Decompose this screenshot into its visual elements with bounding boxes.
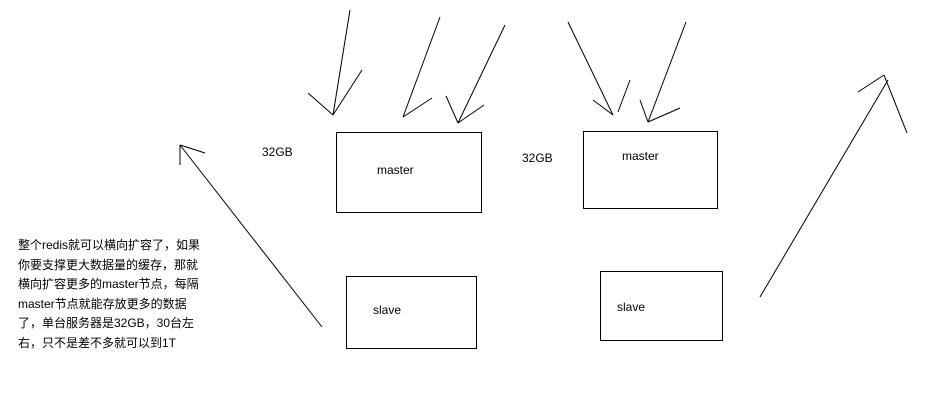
note-line: 右，只不是差不多就可以到1T bbox=[18, 335, 177, 350]
arrow-line bbox=[332, 9, 351, 116]
arrow-head bbox=[617, 79, 631, 113]
master-label-2: master bbox=[622, 149, 659, 163]
big-arrow-right bbox=[759, 79, 889, 298]
note-line: 了，单台服务器是32GB，30台左 bbox=[18, 316, 195, 330]
note-line: 整个redis就可以横向扩容了，如果 bbox=[18, 238, 201, 252]
arrow-line bbox=[647, 21, 687, 123]
slave-label-2: slave bbox=[617, 300, 646, 314]
explanation-note: 整个redis就可以横向扩容了，如果 你要支撑更大数据量的缓存，那就 横向扩容更… bbox=[18, 236, 200, 353]
slave-node-1 bbox=[346, 276, 477, 349]
master-node-2 bbox=[583, 131, 718, 209]
master-label-1: master bbox=[377, 163, 414, 177]
big-arrow-left bbox=[179, 144, 323, 328]
slave-node-2 bbox=[600, 271, 723, 341]
arrow-head bbox=[307, 92, 334, 116]
arrow-head bbox=[457, 104, 485, 124]
arrow-head bbox=[647, 107, 681, 123]
arrow-head bbox=[179, 144, 206, 154]
arrow-head bbox=[857, 74, 885, 93]
arrow-head bbox=[332, 69, 363, 116]
note-line: 你要支撑更大数据量的缓存，那就 bbox=[18, 257, 199, 272]
arrow-line bbox=[567, 21, 614, 116]
arrow-head bbox=[883, 74, 908, 134]
slave-label-1: slave bbox=[373, 303, 402, 317]
arrow-head bbox=[639, 99, 649, 123]
capacity-label-1: 32GB bbox=[262, 145, 293, 159]
note-line: 横向扩容更多的master节点，每隔 bbox=[18, 277, 199, 291]
master-node-1 bbox=[336, 132, 482, 213]
arrow-head bbox=[445, 95, 459, 124]
arrow-head bbox=[402, 97, 433, 118]
arrow-head bbox=[592, 99, 614, 116]
note-line: master节点就能存放更多的数据 bbox=[18, 296, 187, 311]
arrow-line bbox=[402, 16, 441, 118]
arrow-line bbox=[457, 24, 506, 124]
capacity-label-2: 32GB bbox=[522, 151, 553, 165]
